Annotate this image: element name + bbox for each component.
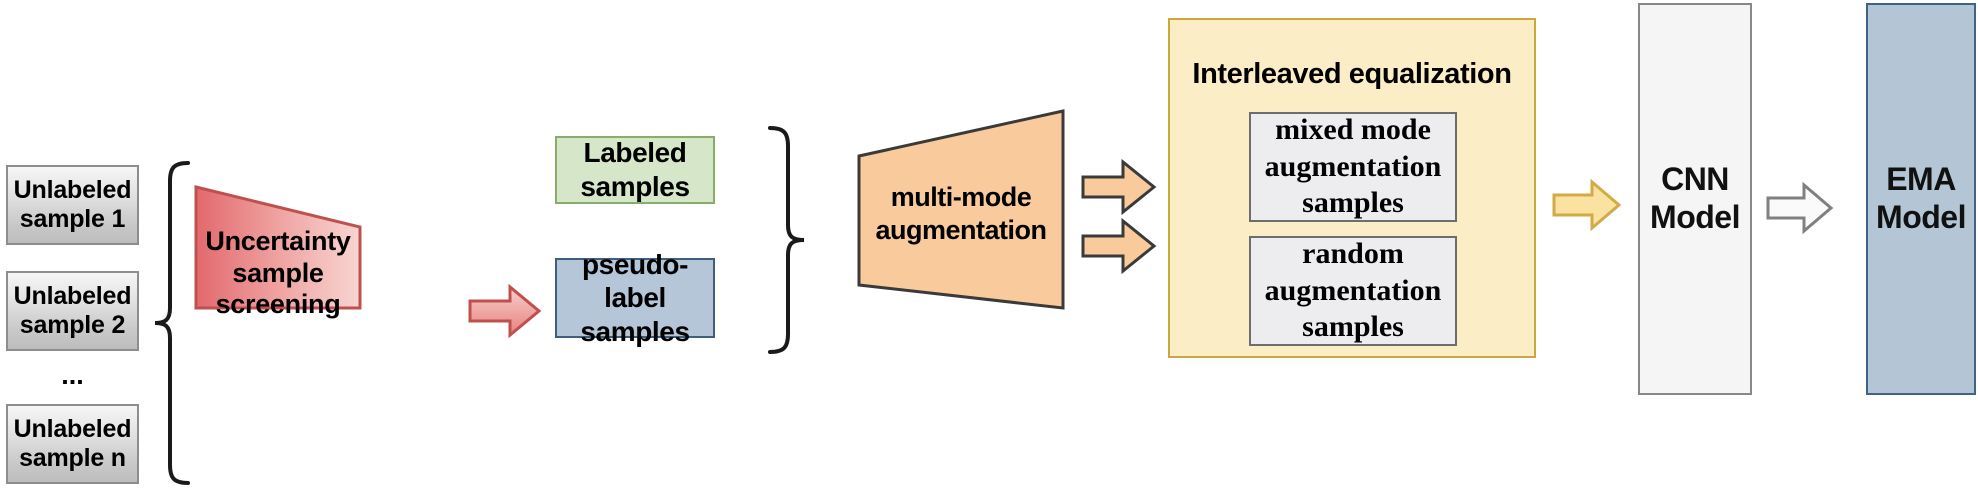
red-arrow <box>468 283 542 339</box>
pseudo-label-samples-text: pseudo-label samples <box>580 248 690 347</box>
right-arrow-icon <box>468 283 542 339</box>
right-arrow-icon <box>1081 158 1157 216</box>
unlabeled-sample-box-n: Unlabeled sample n <box>6 404 139 484</box>
multi-mode-augmentation-label: multi-mode augmentation <box>875 182 1047 245</box>
cnn-model-text: CNN Model <box>1650 161 1740 235</box>
uncertainty-label: Uncertainty sample screening <box>205 225 351 320</box>
right-arrow-icon <box>1081 217 1157 275</box>
labeled-samples-box: Labeled samples <box>555 136 715 204</box>
interleaved-equalization-title: Interleaved equalization <box>1192 58 1512 90</box>
yellow-arrow <box>1552 178 1622 232</box>
trapezoid-shape <box>857 109 1065 310</box>
multi-mode-augmentation-shape: multi-mode augmentation <box>856 108 1066 311</box>
labeled-samples-text: Labeled samples <box>580 137 690 202</box>
mixed-mode-augmentation-samples-text: mixed mode augmentation samples <box>1264 113 1442 220</box>
random-augmentation-samples-text: random augmentation samples <box>1264 237 1442 344</box>
orange-arrow-top <box>1081 158 1157 216</box>
trapezoid-shape <box>194 185 362 310</box>
unlabeled-sample-box-2: Unlabeled sample 2 <box>6 271 139 351</box>
unlabeled-samples-ellipsis: ... <box>61 359 84 390</box>
right-brace <box>766 125 810 355</box>
mixed-mode-augmentation-samples-box: mixed mode augmentation samples <box>1249 112 1457 222</box>
cnn-model-box: CNN Model <box>1638 3 1752 395</box>
unlabeled-sample-n-text: Unlabeled sample n <box>13 414 132 473</box>
right-arrow-icon <box>1552 178 1622 232</box>
left-brace <box>148 160 194 486</box>
unlabeled-sample-2-text: Unlabeled sample 2 <box>13 281 132 340</box>
random-augmentation-samples-box: random augmentation samples <box>1249 236 1457 346</box>
right-arrow-icon <box>1766 181 1834 235</box>
uncertainty-sample-screening-shape: Uncertainty sample screening <box>194 185 362 319</box>
curly-brace-icon <box>768 126 805 354</box>
white-arrow <box>1766 181 1834 235</box>
curly-brace-icon <box>154 161 190 485</box>
pseudo-label-samples-box: pseudo-label samples <box>555 249 715 347</box>
ema-model-box: EMA Model <box>1866 3 1976 395</box>
unlabeled-sample-box-1: Unlabeled sample 1 <box>6 165 139 245</box>
unlabeled-sample-1-text: Unlabeled sample 1 <box>13 175 132 234</box>
ema-model-text: EMA Model <box>1876 161 1966 235</box>
orange-arrow-bottom <box>1081 217 1157 275</box>
